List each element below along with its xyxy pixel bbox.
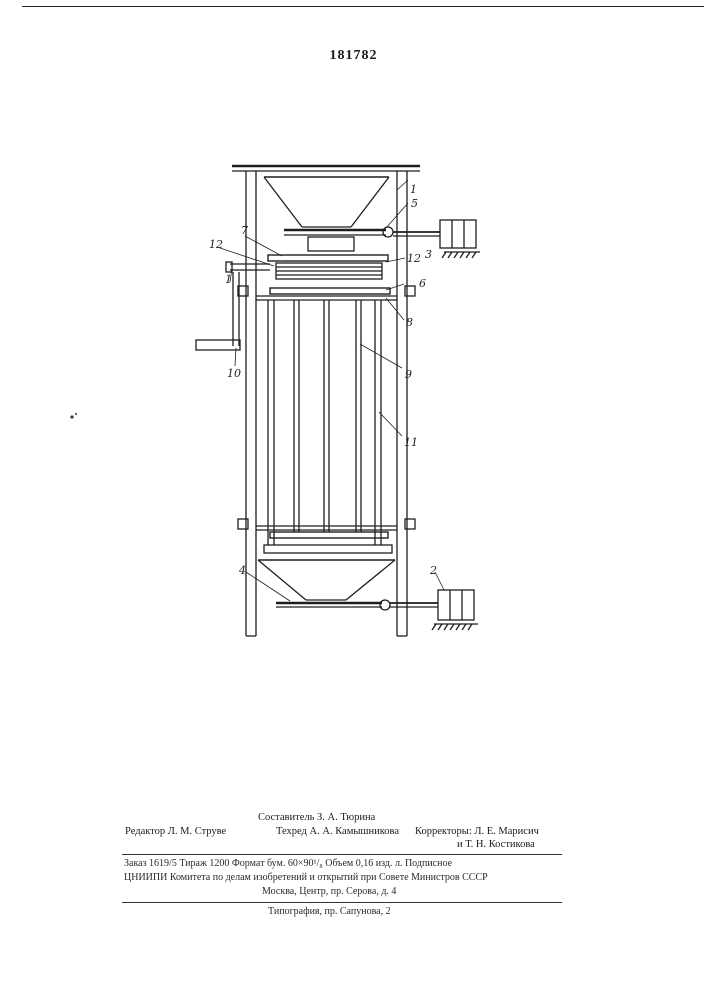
proofreaders-credit-2: и Т. Н. Костикова [457,839,535,850]
figure-label-5: 5 [411,197,418,210]
compiler-credit: Составитель З. А. Тюрина [258,812,375,823]
editor-credit: Редактор Л. М. Струве [125,826,226,837]
figure-label-2: 2 [429,564,437,577]
figure-label-10: 10 [227,367,241,380]
credits-divider [122,854,562,855]
figure-label-12-left: 12 [209,238,223,251]
imprint-divider [122,902,562,903]
imprint-order-line: Заказ 1619/5 Тираж 1200 Формат бум. 60×9… [124,858,452,869]
figure-label-12-right: 12 [407,252,421,265]
proofreaders-credit: Корректоры: Л. Е. Марисич [415,826,539,837]
figure-label-1-left: 1 [225,273,232,286]
figure-label-4: 4 [238,564,246,577]
figure-label-8: 8 [406,316,413,329]
imprint-committee-line: ЦНИИПИ Комитета по делам изобретений и о… [124,872,488,883]
figure-label-7: 7 [241,224,248,237]
tech-editor-credit: Техред А. А. Камышникова [276,826,399,837]
imprint-address-line: Москва, Центр, пр. Серова, д. 4 [262,886,396,897]
figure-label-11: 11 [404,436,418,449]
figure-label-1-top: 1 [410,183,417,196]
printer-line: Типография, пр. Сапунова, 2 [268,906,391,917]
figure-label-6: 6 [419,277,426,290]
figure-label-9: 9 [405,368,412,381]
figure-label-3: 3 [425,248,432,261]
